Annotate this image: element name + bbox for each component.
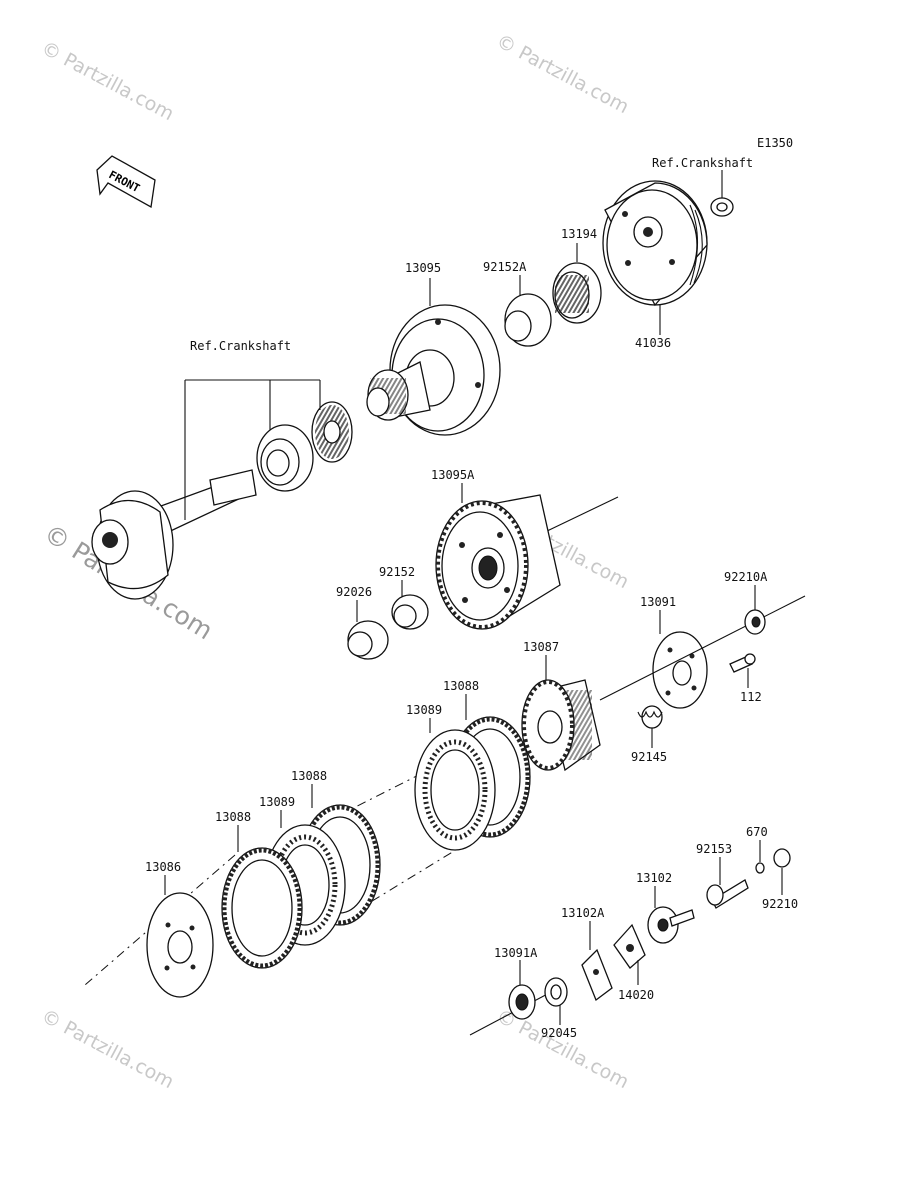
part-670	[755, 862, 765, 874]
label-13194: 13194	[561, 227, 597, 241]
part-92145	[637, 705, 663, 729]
label-ref-crankshaft-left: Ref.Crankshaft	[190, 339, 291, 353]
label-92153: 92153	[696, 842, 732, 856]
label-13086: 13086	[145, 860, 181, 874]
label-13095A: 13095A	[431, 468, 475, 482]
watermark: © Partzilla.com	[493, 30, 633, 118]
part-92152	[391, 594, 429, 630]
part-14020	[613, 923, 646, 969]
label-13088-c: 13088	[215, 810, 251, 824]
part-92210A	[744, 609, 766, 635]
part-13087	[521, 679, 601, 772]
label-41036: 41036	[635, 336, 671, 350]
part-crank-gear	[311, 401, 353, 463]
watermark: © Partzilla.com	[38, 37, 178, 125]
bracket-crankshaft	[184, 379, 321, 520]
part-13194	[552, 262, 602, 324]
label-13091: 13091	[640, 595, 676, 609]
part-92210	[773, 848, 791, 868]
label-13102A: 13102A	[561, 906, 605, 920]
part-crankshaft	[91, 469, 257, 600]
part-13091	[652, 631, 708, 709]
part-13091A	[508, 984, 536, 1020]
front-arrow-icon: FRONT	[96, 155, 156, 209]
part-13095	[366, 304, 501, 436]
label-13095: 13095	[405, 261, 441, 275]
leader-lines	[164, 170, 783, 1025]
label-13088-b: 13088	[291, 769, 327, 783]
part-13102	[647, 906, 695, 944]
label-13091A: 13091A	[494, 946, 538, 960]
diagram-code: E1350	[757, 136, 793, 150]
label-92152A: 92152A	[483, 260, 527, 274]
part-41036	[602, 180, 708, 307]
label-14020: 14020	[618, 988, 654, 1002]
part-13088-c	[221, 847, 303, 969]
label-13089-b: 13089	[259, 795, 295, 809]
part-13095A	[435, 494, 619, 630]
label-13087: 13087	[523, 640, 559, 654]
label-670: 670	[746, 825, 768, 839]
label-92026: 92026	[336, 585, 372, 599]
part-92045	[544, 977, 568, 1007]
label-112: 112	[740, 690, 762, 704]
label-13088-a: 13088	[443, 679, 479, 693]
part-92153	[706, 879, 749, 909]
label-92210: 92210	[762, 897, 798, 911]
label-92045: 92045	[541, 1026, 577, 1040]
watermark: © Partzilla.com	[493, 1005, 633, 1093]
part-crank-bearing	[256, 424, 314, 492]
part-112	[729, 653, 756, 673]
label-13089-a: 13089	[406, 703, 442, 717]
part-13089-a	[414, 729, 496, 851]
label-ref-crankshaft-top: Ref.Crankshaft	[652, 156, 753, 170]
label-13102: 13102	[636, 871, 672, 885]
label-92210A: 92210A	[724, 570, 768, 584]
label-92145: 92145	[631, 750, 667, 764]
label-92152: 92152	[379, 565, 415, 579]
axis-line	[599, 595, 806, 701]
part-92152A	[504, 293, 552, 347]
watermark: © Partzilla.com	[38, 1005, 178, 1093]
part-13086	[146, 892, 214, 998]
part-13102A	[581, 948, 613, 1002]
part-92026	[347, 620, 389, 660]
part-nut-crankshaft	[710, 197, 734, 217]
